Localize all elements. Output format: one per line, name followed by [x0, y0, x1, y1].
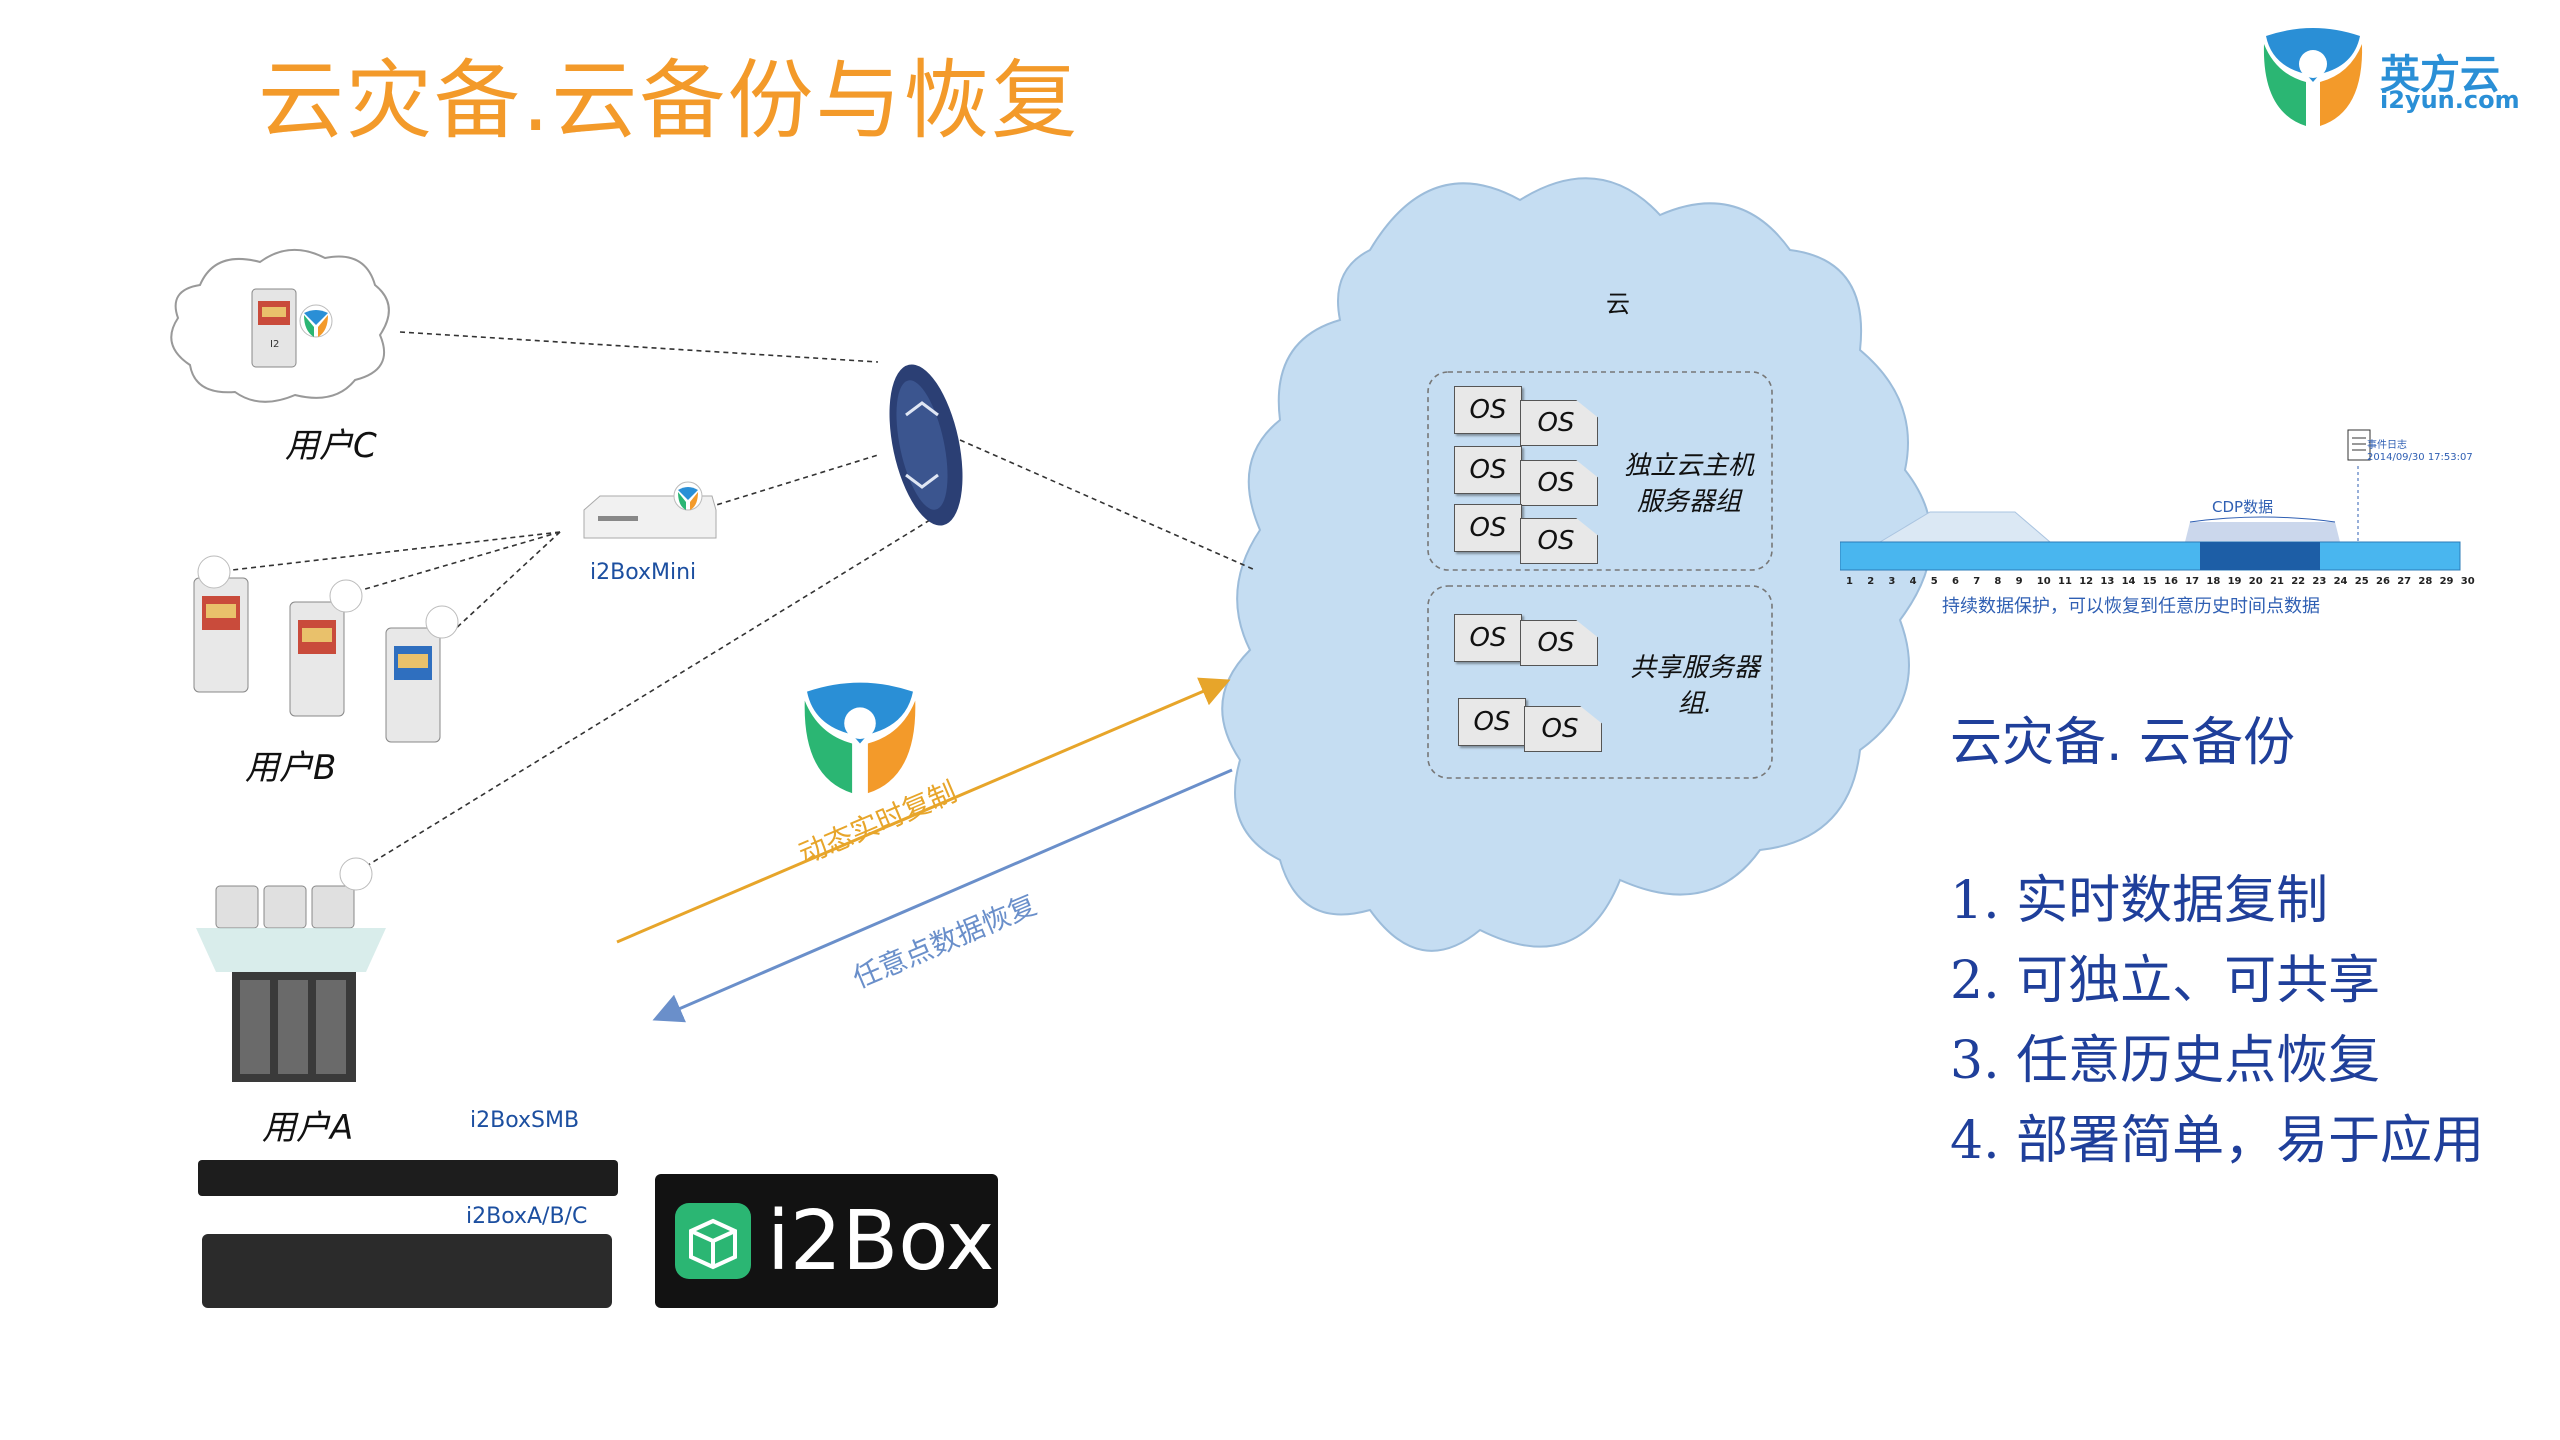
os-tile: OS: [1454, 386, 1522, 434]
timeline-tick: 13: [2100, 576, 2115, 587]
os-tile: OS: [1458, 698, 1526, 746]
features-heading: 云灾备. 云备份: [1950, 713, 2296, 773]
os-tile: OS: [1520, 518, 1598, 564]
feature-item: 4. 部署简单，易于应用: [1950, 1098, 2484, 1173]
i2boxmini-label: i2BoxMini: [590, 560, 697, 585]
user-b-label: 用户B: [245, 748, 337, 788]
timeline-tick: 22: [2291, 576, 2306, 587]
i2boxabc-device: [202, 1234, 612, 1308]
brand-name-en: i2yun.com: [2380, 86, 2520, 114]
box-icon: [675, 1203, 751, 1279]
feature-number: 2.: [1950, 951, 2000, 1011]
feature-number: 3.: [1950, 1031, 2000, 1091]
i2boxmini-device-icon: [583, 481, 717, 539]
timeline-tick: 21: [2270, 576, 2284, 587]
timeline-tick: 6: [1952, 576, 1959, 587]
os-tile: OS: [1454, 504, 1522, 552]
timeline-tick: 3: [1888, 576, 1896, 587]
timeline-tick: 25: [2354, 576, 2369, 587]
group1-label-line2: 服务器组: [1636, 487, 1741, 517]
timeline-tick: 28: [2418, 576, 2433, 587]
os-tile: OS: [1520, 620, 1598, 666]
i2boxabc-label: i2BoxA/B/C: [466, 1204, 588, 1229]
group1-label-line1: 独立云主机: [1623, 451, 1754, 481]
log-label-line1: 事件日志: [2367, 440, 2407, 451]
timeline-tick: 14: [2121, 576, 2136, 587]
timeline-tick: 8: [1994, 576, 2002, 587]
center-logo-icon: [804, 682, 916, 794]
timeline-tick: 24: [2333, 576, 2348, 587]
timeline-tick: 10: [2036, 576, 2051, 587]
timeline-tick: 17: [2185, 576, 2200, 587]
i2boxsmb-label: i2BoxSMB: [470, 1108, 580, 1133]
server-tag: I2: [270, 339, 279, 350]
os-tile: OS: [1454, 446, 1522, 494]
timeline-tick: 11: [2058, 576, 2072, 587]
timeline-tick: 12: [2079, 576, 2094, 587]
user-a-rack-icon: [196, 857, 386, 1082]
group2-label-line2: 组.: [1677, 689, 1713, 719]
timeline-caption: 持续数据保护，可以恢复到任意历史时间点数据: [1942, 596, 2320, 617]
timeline-tick: 30: [2460, 576, 2475, 587]
user-c-server-icon: I2: [251, 288, 333, 368]
i2boxsmb-device: [198, 1160, 618, 1196]
os-tile: OS: [1454, 614, 1522, 662]
timeline-tick: 23: [2312, 576, 2327, 587]
user-c-label: 用户C: [285, 426, 377, 466]
timeline-tick: 16: [2164, 576, 2178, 587]
feature-text: 部署简单，易于应用: [2016, 1111, 2485, 1171]
os-tile: OS: [1524, 706, 1602, 752]
i2box-badge: i2Box: [655, 1174, 998, 1308]
feature-text: 实时数据复制: [2016, 871, 2329, 931]
user-a-label: 用户A: [262, 1108, 354, 1148]
feature-text: 任意历史点恢复: [2016, 1031, 2381, 1091]
timeline-tick: 18: [2206, 576, 2221, 587]
user-b-servers-icon: [193, 555, 459, 743]
group1-label: 独立云主机 服务器组: [1614, 448, 1764, 520]
timeline-tick: 19: [2227, 576, 2242, 587]
log-label-line2: 2014/09/30 17:53:07: [2367, 452, 2473, 463]
feature-item: 3. 任意历史点恢复: [1950, 1018, 2380, 1093]
brand-name-cn: 英方云: [2380, 52, 2500, 98]
cloud-label: 云: [1606, 290, 1630, 318]
router-icon: [889, 364, 963, 526]
feature-number: 1.: [1950, 871, 2000, 931]
timeline-tick: 29: [2439, 576, 2454, 587]
i2box-badge-text: i2Box: [767, 1193, 995, 1289]
timeline-tick: 2: [1867, 576, 1875, 587]
timeline-tick: 27: [2397, 576, 2412, 587]
timeline-tick: 5: [1930, 576, 1938, 587]
timeline-tick: 26: [2376, 576, 2390, 587]
os-tile: OS: [1520, 400, 1598, 446]
cloud-shape: [1221, 177, 1933, 952]
timeline-tick: 9: [2015, 576, 2023, 587]
timeline-tick: 7: [1973, 576, 1981, 587]
log-label: 事件日志 2014/09/30 17:53:07: [2367, 440, 2473, 464]
group2-label: 共享服务器 组.: [1620, 650, 1770, 722]
feature-number: 4.: [1950, 1111, 2000, 1171]
cdp-label: CDP数据: [2212, 498, 2274, 516]
group2-label-line1: 共享服务器: [1629, 653, 1760, 683]
log-file-icon: [2347, 429, 2371, 461]
feature-item: 2. 可独立、可共享: [1950, 938, 2380, 1013]
page-title: 云灾备.云备份与恢复: [258, 51, 1080, 151]
feature-text: 可独立、可共享: [2016, 951, 2381, 1011]
os-tile: OS: [1520, 460, 1598, 506]
timeline-tick: 20: [2248, 576, 2263, 587]
timeline-tick: 15: [2142, 576, 2157, 587]
brand-logo-icon: [2263, 28, 2363, 126]
timeline-tick: 1: [1846, 576, 1853, 587]
cdp-timeline: [1840, 429, 2461, 571]
timeline-tick: 4: [1909, 576, 1917, 587]
feature-item: 1. 实时数据复制: [1950, 858, 2328, 933]
